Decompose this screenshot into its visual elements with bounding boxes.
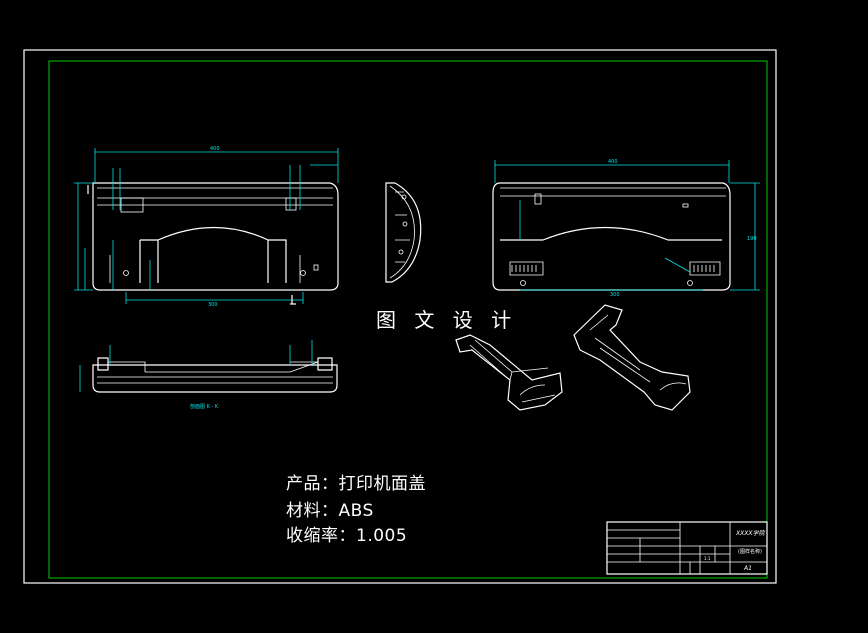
front-width-label: 400 — [210, 146, 220, 152]
scale-ratio: 1:1 — [704, 556, 711, 561]
top-right-bottom-label: 300 — [610, 292, 620, 298]
spec-shrinkage: 收缩率：1.005 — [286, 526, 408, 546]
watermark-text: 图 文 设 计 — [376, 308, 518, 332]
top-right-width-label: 400 — [608, 159, 618, 165]
iso-view-right — [573, 304, 691, 411]
drawing-name: (图样名称) — [738, 548, 762, 555]
sheet-border — [23, 49, 777, 584]
school-name: XXXX学院 — [735, 529, 765, 537]
section-label: 剖面图 K - K — [190, 403, 219, 410]
spec-product: 产品：打印机面盖 — [286, 474, 426, 494]
front-view: 400 300 — [74, 146, 339, 308]
top-right-view: 400 300 190 — [492, 159, 760, 298]
spec-material: 材料：ABS — [286, 501, 374, 521]
front-bottom-label: 300 — [208, 302, 218, 308]
drawing-frame — [48, 60, 768, 579]
right-height-label: 190 — [747, 236, 757, 242]
title-block: XXXX学院 (图样名称) A1 1:1 — [606, 521, 768, 575]
sheet-size: A1 — [743, 565, 752, 572]
iso-view-left — [455, 334, 563, 411]
section-view: 剖面图 K - K — [79, 340, 338, 410]
side-view — [385, 182, 422, 283]
